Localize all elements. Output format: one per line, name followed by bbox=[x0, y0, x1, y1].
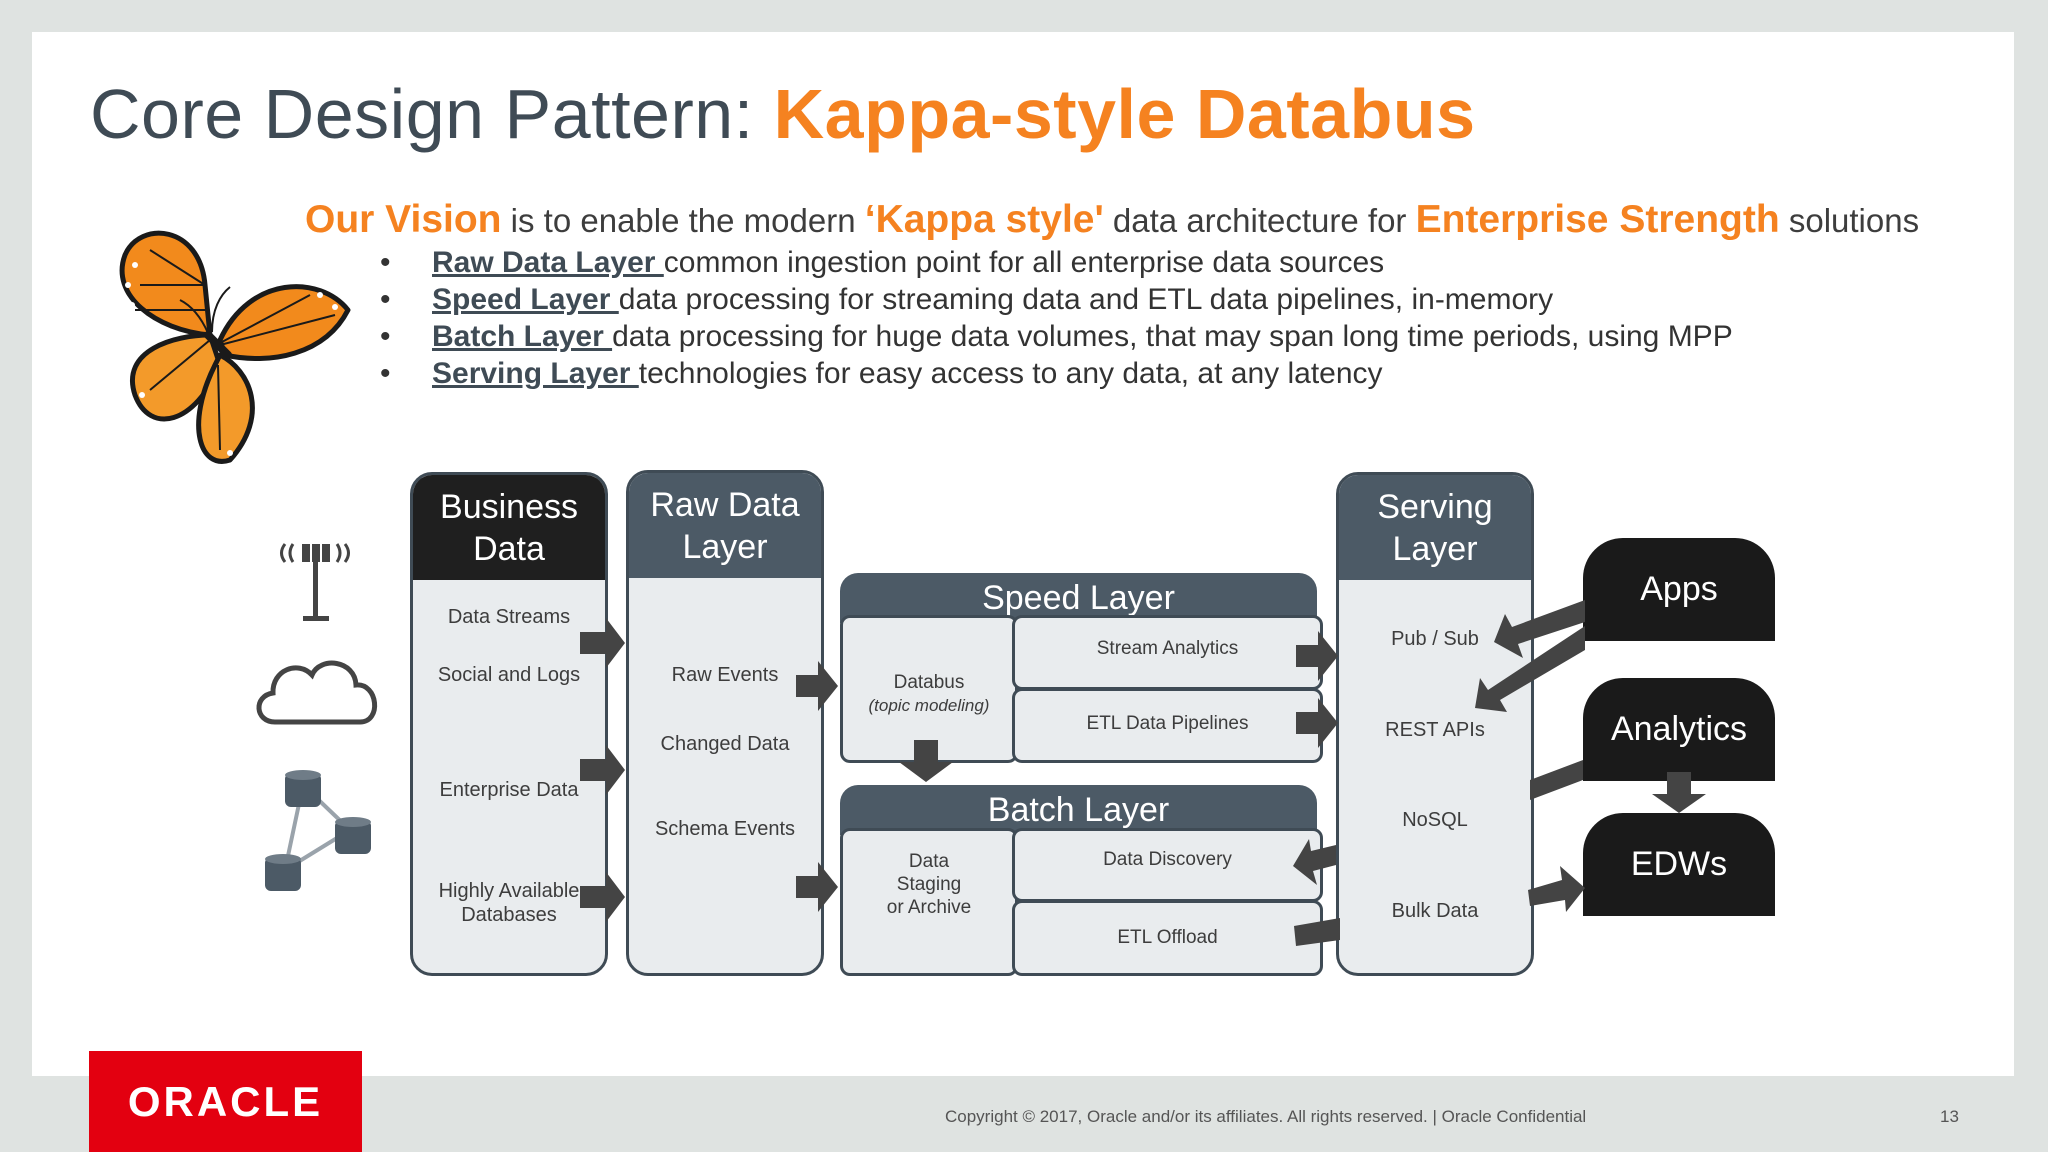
databus-label: Databus bbox=[893, 672, 965, 693]
database-network-icon bbox=[265, 770, 371, 891]
arrow-offload-from-serving bbox=[1294, 918, 1340, 946]
bullet-speed-layer: •Speed Layer data processing for streami… bbox=[380, 283, 1554, 316]
stream-analytics-box: Stream Analytics bbox=[1012, 615, 1323, 690]
arrow-enterprise-to-raw bbox=[580, 745, 625, 795]
arrow-databases-to-raw bbox=[580, 872, 625, 922]
databus-note: (topic modeling) bbox=[868, 696, 990, 715]
item-highly-available: Highly Available bbox=[438, 880, 580, 902]
arrow-apps-to-rest bbox=[1475, 626, 1585, 712]
arrow-streams-to-raw bbox=[580, 618, 625, 668]
arrow-stream-analytics-to-serving bbox=[1296, 631, 1338, 681]
batch-layer-title: Batch Layer bbox=[840, 785, 1317, 835]
etl-data-pipelines-label: ETL Data Pipelines bbox=[1086, 713, 1249, 734]
butterfly-icon bbox=[119, 230, 351, 464]
staging-line-2: Staging bbox=[896, 874, 962, 895]
arrow-etl-pipelines-to-serving bbox=[1296, 698, 1338, 748]
arrow-serving-to-discovery bbox=[1293, 839, 1336, 885]
oracle-logo: ORACLE bbox=[89, 1051, 362, 1152]
item-nosql: NoSQL bbox=[1402, 809, 1468, 831]
item-rest-apis: REST APIs bbox=[1385, 719, 1485, 741]
item-data-streams: Data Streams bbox=[447, 606, 571, 628]
item-pub-sub: Pub / Sub bbox=[1391, 628, 1479, 650]
data-staging-box: Data Staging or Archive bbox=[840, 828, 1018, 976]
cloud-icon bbox=[256, 660, 377, 725]
bullet-serving-layer: •Serving Layer technologies for easy acc… bbox=[380, 357, 1383, 390]
item-raw-events: Raw Events bbox=[671, 664, 779, 686]
etl-offload-box: ETL Offload bbox=[1012, 900, 1323, 976]
stream-analytics-label: Stream Analytics bbox=[1096, 638, 1239, 659]
page-number: 13 bbox=[1940, 1107, 1959, 1126]
arrow-bulk-to-edws bbox=[1528, 866, 1585, 912]
speed-layer-title: Speed Layer bbox=[840, 573, 1317, 623]
arrow-apps-to-pubsub bbox=[1494, 600, 1585, 658]
apps-box: Apps bbox=[1583, 538, 1775, 641]
item-enterprise-data: Enterprise Data bbox=[439, 779, 579, 801]
staging-line-1: Data bbox=[908, 851, 950, 872]
vision-statement: Our Vision is to enable the modern ‘Kapp… bbox=[305, 198, 1920, 241]
item-changed-data: Changed Data bbox=[660, 733, 790, 755]
antenna-icon bbox=[280, 543, 350, 621]
arrow-databus-to-batch bbox=[899, 740, 953, 782]
bullet-raw-data-layer: •Raw Data Layer common ingestion point f… bbox=[380, 246, 1385, 279]
item-databases: Databases bbox=[461, 904, 557, 926]
copyright-footer: Copyright © 2017, Oracle and/or its affi… bbox=[945, 1107, 1587, 1126]
arrow-schema-to-batch bbox=[796, 862, 838, 912]
analytics-box: Analytics bbox=[1583, 678, 1775, 781]
arrow-raw-to-databus bbox=[796, 661, 838, 711]
item-bulk-data: Bulk Data bbox=[1391, 900, 1479, 922]
item-schema-events: Schema Events bbox=[654, 818, 796, 840]
edws-box: EDWs bbox=[1583, 813, 1775, 916]
arrow-analytics-line bbox=[1530, 760, 1583, 800]
layer-bullets: •Raw Data Layer common ingestion point f… bbox=[380, 244, 1733, 392]
title-highlight: Kappa-style Databus bbox=[773, 75, 1476, 153]
data-discovery-label: Data Discovery bbox=[1103, 849, 1232, 870]
item-social-and-logs: Social and Logs bbox=[437, 664, 581, 686]
staging-line-3: or Archive bbox=[886, 897, 972, 918]
page-title: Core Design Pattern: Kappa-style Databus bbox=[90, 75, 1476, 153]
etl-offload-label: ETL Offload bbox=[1117, 927, 1218, 948]
arrow-analytics-to-edws bbox=[1652, 772, 1706, 813]
bullet-batch-layer: •Batch Layer data processing for huge da… bbox=[380, 320, 1733, 353]
